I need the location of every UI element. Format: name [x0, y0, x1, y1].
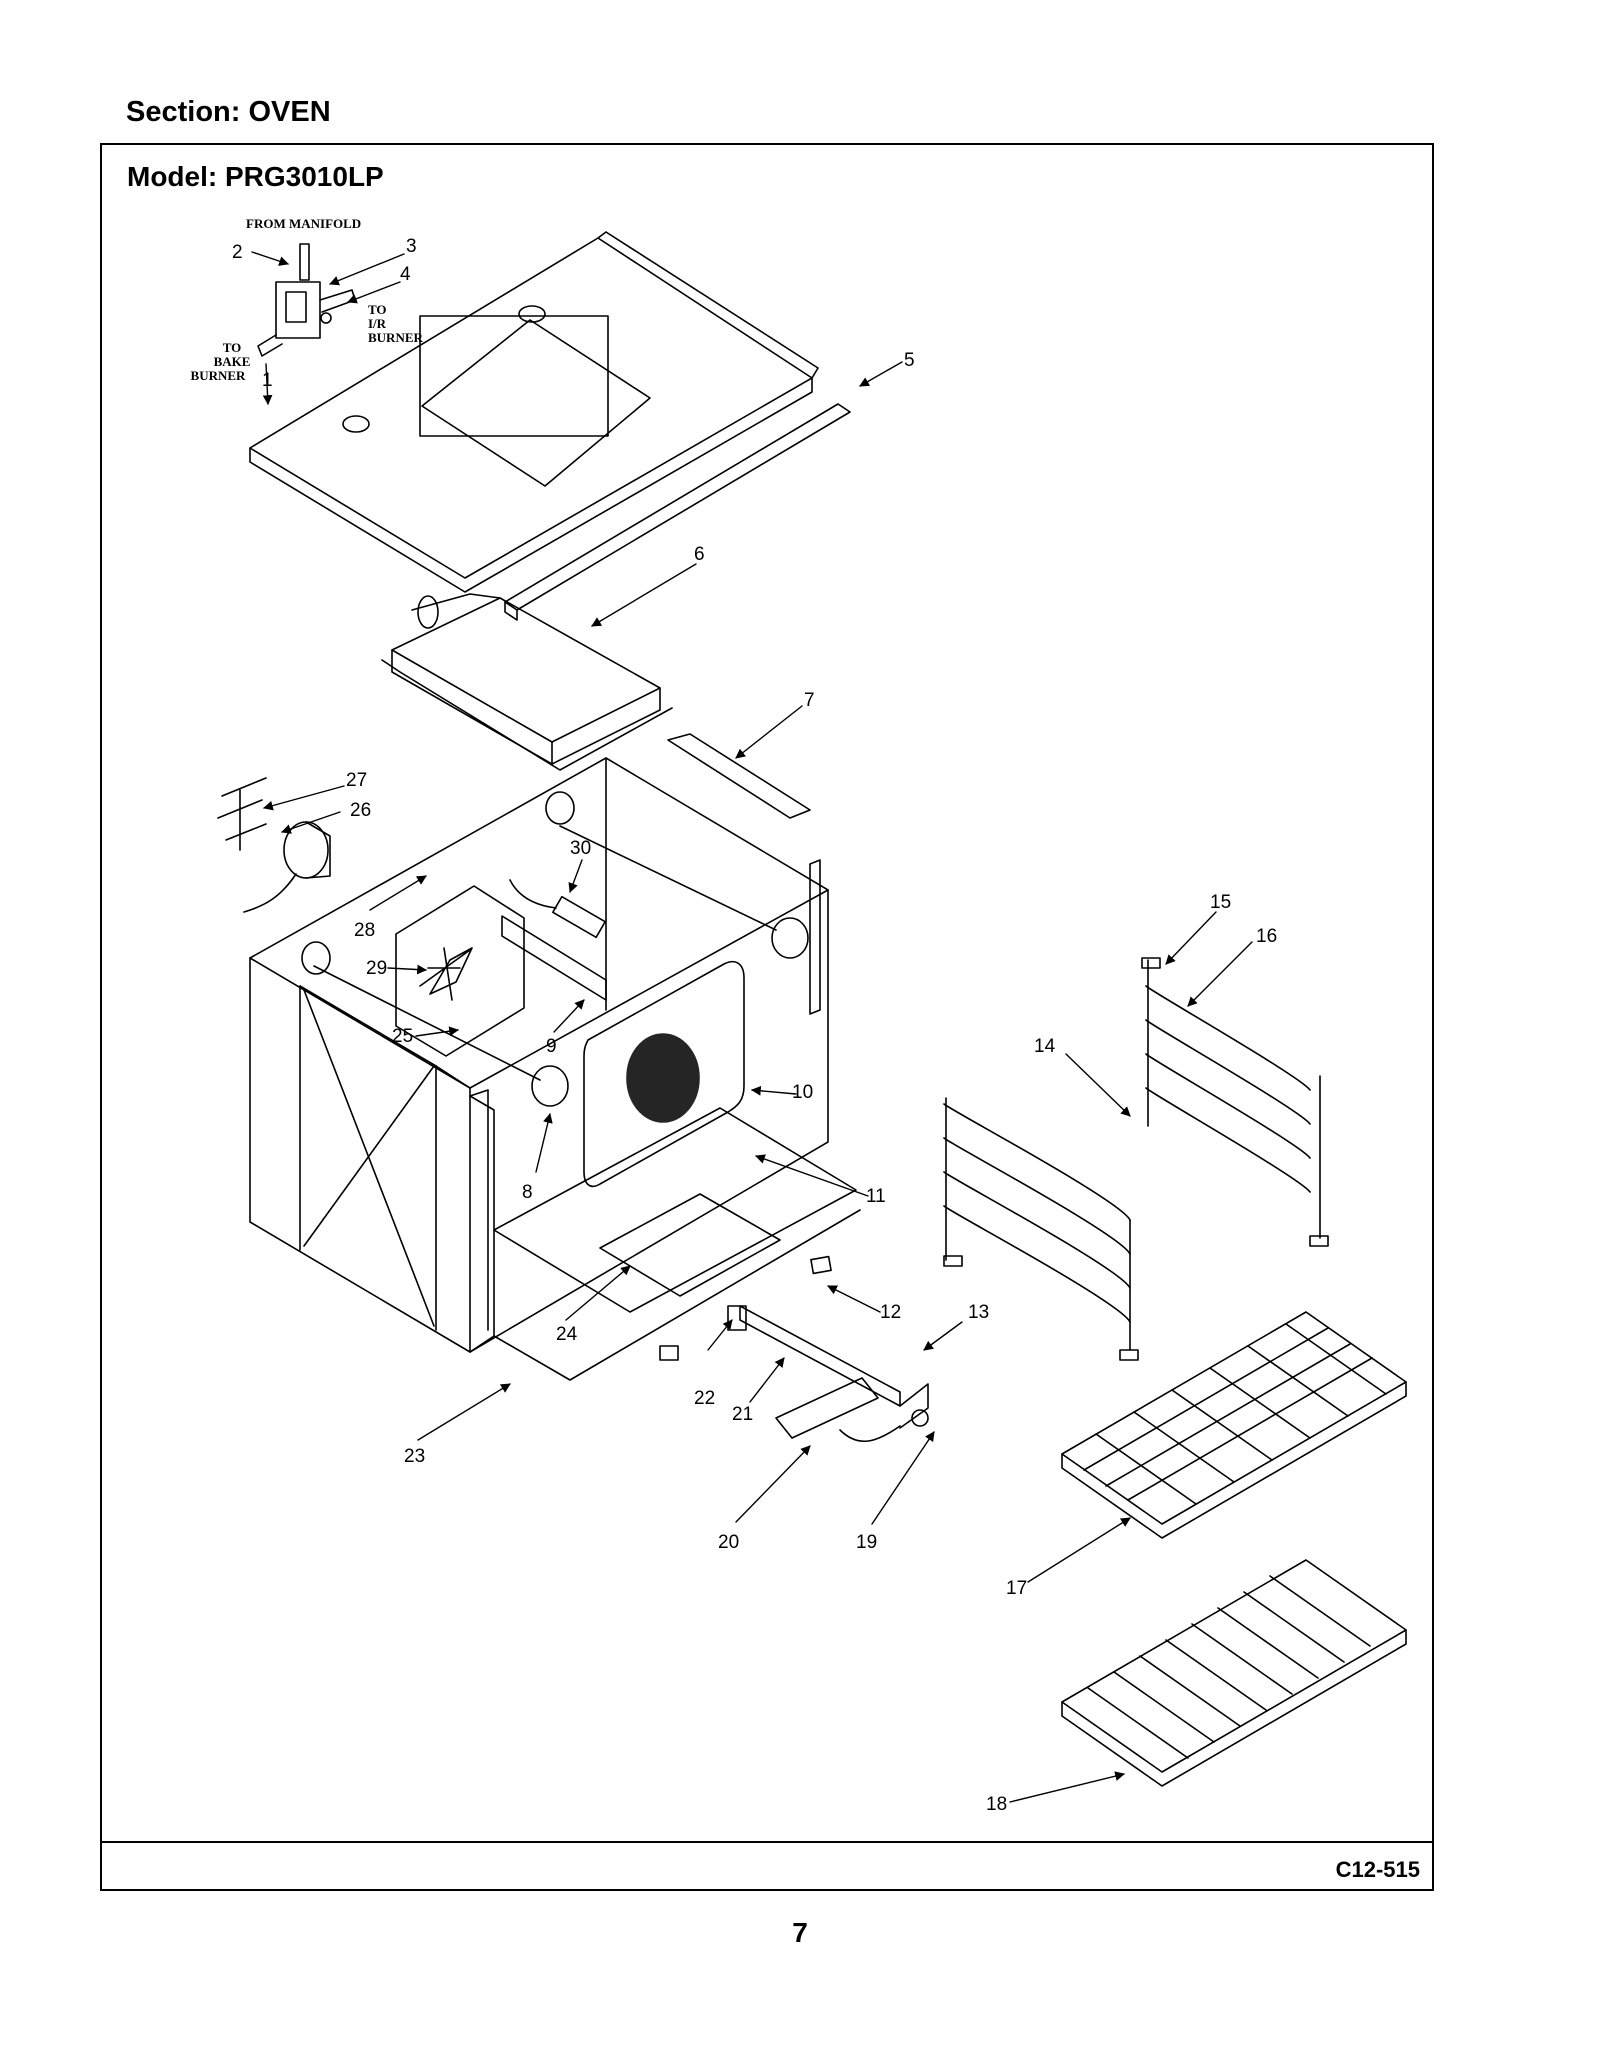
- note-from-manifold: FROM MANIFOLD: [246, 216, 361, 231]
- note-to-bake-2: BAKE: [214, 354, 251, 369]
- side-trim: [469, 859, 821, 1331]
- side-rail: [504, 403, 851, 621]
- note-to-ir-3: BURNER: [368, 330, 424, 345]
- burner-channel: [501, 915, 607, 1001]
- callout-1: 1: [262, 370, 273, 391]
- callout-19: 19: [856, 1532, 877, 1553]
- callout-20: 20: [718, 1532, 739, 1553]
- callout-30: 30: [570, 838, 591, 859]
- oven-body: [249, 757, 829, 1353]
- callout-10: 10: [792, 1082, 813, 1103]
- leader-lines: [251, 251, 1253, 1803]
- rack-support-left: [943, 1097, 1139, 1361]
- fan-cover: [583, 960, 745, 1188]
- note-to-ir-1: TO: [368, 302, 387, 317]
- callout-22: 22: [694, 1388, 715, 1409]
- callout-29: 29: [366, 958, 387, 979]
- diagram-notes: FROM MANIFOLD TO I/R BURNER TO BAKE BURN…: [191, 216, 424, 383]
- footer-divider: [102, 1841, 1432, 1843]
- callout-6: 6: [694, 544, 705, 565]
- igniter: [509, 879, 606, 939]
- bottom-rail: [659, 1255, 929, 1442]
- diagram-frame: Model: PRG3010LP C12-515: [100, 143, 1434, 1891]
- note-to-bake-3: BURNER: [191, 368, 247, 383]
- section-title: Section: OVEN: [126, 96, 331, 128]
- note-to-ir-2: I/R: [368, 316, 387, 331]
- oven-top-panel: [249, 231, 819, 593]
- fan-motor: [217, 777, 331, 913]
- callout-2: 2: [232, 242, 243, 263]
- callout-18: 18: [986, 1794, 1007, 1815]
- callout-24: 24: [556, 1324, 578, 1345]
- callout-9: 9: [546, 1036, 557, 1057]
- callout-13: 13: [968, 1302, 989, 1323]
- model-title: Model: PRG3010LP: [127, 161, 384, 192]
- callout-21: 21: [732, 1404, 753, 1425]
- callout-8: 8: [522, 1182, 533, 1203]
- gas-valve-assembly: [257, 243, 356, 357]
- callout-14: 14: [1034, 1036, 1056, 1057]
- note-to-bake-1: TO: [223, 340, 242, 355]
- callout-28: 28: [354, 920, 375, 941]
- callout-15: 15: [1210, 892, 1231, 913]
- burner-box: [381, 593, 673, 771]
- page-number: 7: [792, 1917, 808, 1948]
- callout-3: 3: [406, 236, 417, 257]
- callout-4: 4: [400, 264, 411, 285]
- callout-7: 7: [804, 690, 815, 711]
- callout-26: 26: [350, 800, 371, 821]
- oven-bottom: [493, 1107, 861, 1381]
- document-code: C12-515: [1335, 1857, 1420, 1882]
- rack-support-right: [1141, 957, 1329, 1247]
- callout-12: 12: [880, 1302, 901, 1323]
- callout-16: 16: [1256, 926, 1277, 947]
- rear-bracket: [667, 733, 811, 819]
- oven-rack-upper: [1061, 1311, 1407, 1539]
- callout-numbers: 1 2 3 4 5 6 7 8 9 10 11 12 13 14 15 16 1…: [232, 236, 1277, 1815]
- callout-17: 17: [1006, 1578, 1027, 1599]
- fan-plate: [395, 885, 525, 1057]
- callout-5: 5: [904, 350, 915, 371]
- callout-25: 25: [392, 1026, 413, 1047]
- callout-11: 11: [866, 1186, 886, 1207]
- callout-27: 27: [346, 770, 367, 791]
- oven-lights: [313, 825, 809, 1107]
- oven-rack-lower: [1061, 1559, 1407, 1787]
- callout-23: 23: [404, 1446, 425, 1467]
